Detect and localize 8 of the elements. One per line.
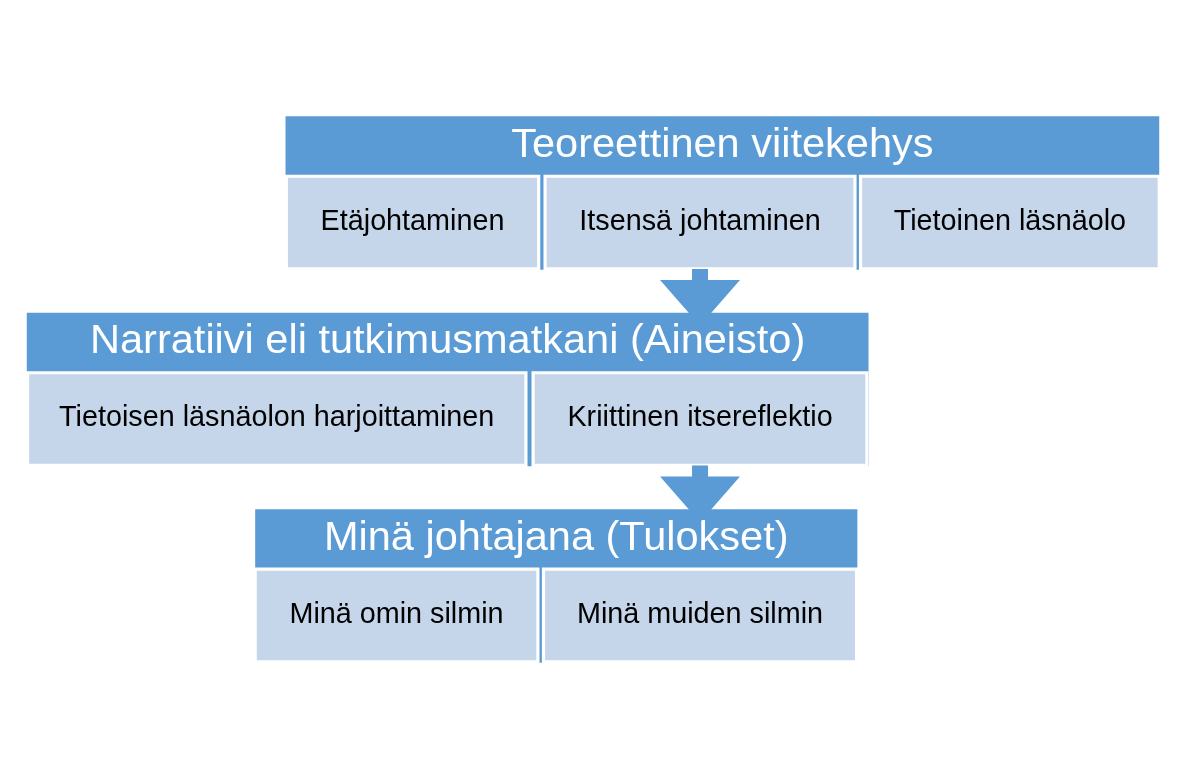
node-box: Etäjohtaminen [284,174,541,270]
node-box: Tietoinen läsnäolo [858,174,1161,270]
node-box: Minä omin silmin [253,567,540,663]
node-box: Itsensä johtaminen [543,174,857,270]
node-box: Tietoisen läsnäolon harjoittaminen [25,370,528,467]
node-box: Kriittinen itsereflektio [531,370,869,467]
arrow [660,464,740,522]
node-box: Minä muiden silmin [541,567,859,663]
